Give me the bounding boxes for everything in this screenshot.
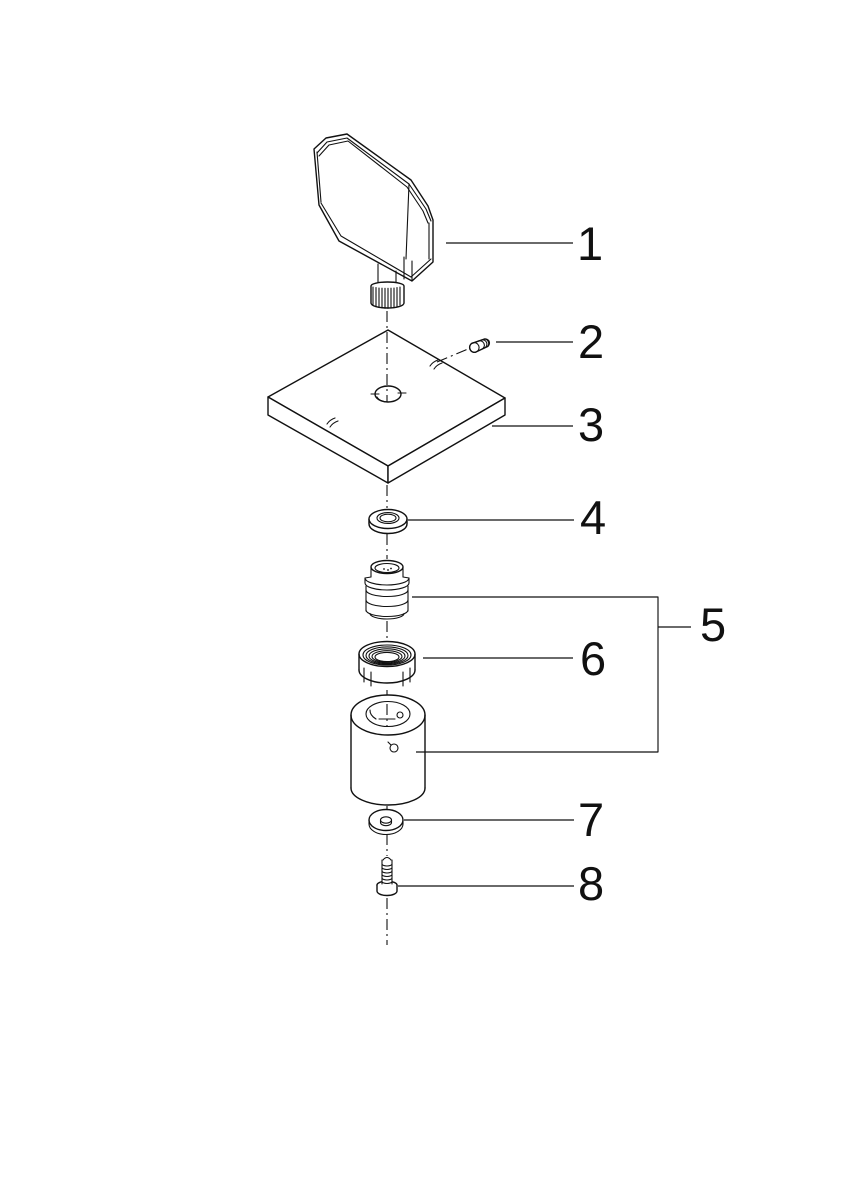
handle-top-bevel-edge-2 [318,140,408,188]
plate-right-side-face [387,397,506,484]
ring-lip [368,518,408,535]
cartridge-collar-top [364,576,410,579]
screw-tip [382,856,392,861]
part-label-7: 7 [578,793,604,846]
handle-corner-bevel-edge-2 [406,186,429,224]
group-bracket-5 [412,596,659,753]
cartridge-top-inner [374,562,400,574]
set-screw-face [468,342,480,353]
part-label-6: 6 [580,632,606,685]
handle-hub-edges [403,256,413,282]
part-label-2: 2 [578,315,604,368]
nut-castellations [363,667,411,687]
plate-screw-hole-mark [429,359,443,370]
housing-opening [365,700,411,728]
plate-hole-inner-lip [376,396,387,403]
handle-top-bevel-edge [316,137,410,185]
set-screw-part [436,338,491,363]
nut-bottom [358,669,416,684]
handle-foot-inner-edge [410,258,432,278]
part-label-5: 5 [700,598,726,651]
part-label-8: 8 [578,857,604,910]
nut-thread-ring [368,648,406,664]
set-screw-axis-line [436,348,469,363]
part-label-4: 4 [580,491,606,544]
screw-head [376,884,398,897]
nut-thread-ring [365,646,409,665]
nut-thread-ring [374,651,400,663]
part-labels: 1 2 3 4 5 6 7 8 [577,217,726,910]
handle-bottom-band-edge [320,202,412,278]
nut-thread-ring [371,650,403,663]
washer-outer [368,808,404,832]
cartridge-ribs [365,589,409,618]
housing-pin-hole [389,743,399,753]
washer-hole-depth [379,819,393,827]
spindle-knurling [372,286,401,309]
cartridge-neck [370,566,404,578]
housing-opening-lip [369,709,377,720]
housing-keyway-notch [396,711,404,719]
cartridge-part [364,559,410,620]
plate-part [267,329,506,484]
plate-surface-mark [326,417,339,428]
housing-part [350,694,426,806]
cartridge-fill [366,559,408,619]
housing-pin-hole-mark [387,741,392,746]
washer-part [368,808,404,836]
leader-lines [398,242,691,887]
housing-bottom [350,787,426,806]
part-label-3: 3 [578,398,604,451]
nut-part [358,640,416,687]
handle-left-inner-edge [316,151,322,203]
cartridge-foot [369,612,405,620]
cartridge-collar [364,577,410,591]
part-label-1: 1 [577,217,603,270]
handle-front-right-edge [405,183,410,260]
cartridge-detail-dot [383,568,385,570]
housing-fill [351,695,425,805]
handle-corner-bevel-edge [408,183,432,222]
cartridge-detail-dot [387,569,389,571]
handle-stem [377,263,397,285]
set-screw-threads [477,338,491,350]
plate-hole-cross-ticks [370,392,407,395]
ring-groove [379,513,397,523]
cartridge-detail-dot [390,567,392,570]
nut-sides [358,653,416,671]
ring-inner [376,511,400,525]
screw-part [376,856,398,897]
handle-silhouette [313,133,434,282]
ring-part [368,508,408,535]
handle-part [313,133,434,309]
washer-lip [368,819,404,836]
screw-threads [381,863,393,885]
nut-thread-ring [362,644,412,666]
